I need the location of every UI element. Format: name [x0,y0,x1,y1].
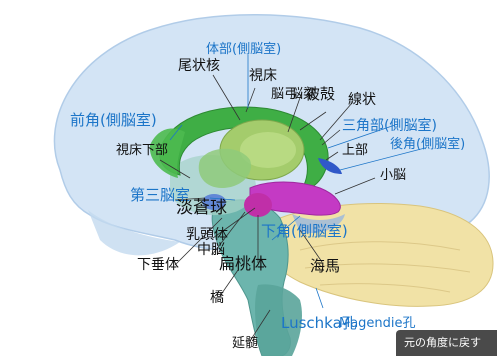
label-striatum: 線状 [348,92,376,108]
cerebrum-fold-lower [88,210,180,256]
leader-lines-blue [169,55,426,309]
restore-view-button[interactable]: 元の角度に戻す [396,330,497,356]
label-trigone: 三角部(側脳室) [342,118,437,134]
cerebellum-folia [299,241,471,293]
label-medulla: 延髄 [232,336,259,351]
label-midbrain: 中脳 [197,242,225,258]
label-pituitary: 下垂体 [137,257,179,273]
leader-lines [159,74,376,342]
label-pons: 橋 [210,290,224,306]
label-thalamus: 視床 [249,68,277,84]
label-caudate-nucleus: 尾状核 [178,58,220,74]
label-corpus-callosum: 脳梁 [290,87,317,102]
label-globus-pallidus: 淡蒼球 [176,198,227,218]
label-cerebellum: 小脳 [380,168,407,183]
amygdala-shape [244,193,272,217]
label-body-lateral-ventricle: 体部(側脳室) [206,42,282,57]
anterior-horn-shape [149,128,185,178]
label-third-ventricle: 第三脳室 [130,186,191,204]
label-amygdala: 扁桃体 [219,254,268,273]
medulla-shape [255,284,303,356]
label-anterior-horn: 前角(側脳室) [70,111,157,129]
label-upper-part: 上部 [342,143,369,158]
label-fornix: 脳弓 [271,87,298,102]
posterior-horn-shape [318,158,342,174]
label-mammillary-body: 乳頭体 [186,227,228,243]
label-putamen: 被殻 [305,85,336,103]
globus-pallidus-shape [202,194,226,210]
label-inferior-horn: 下角(側脳室) [261,222,348,240]
label-hypothalamus: 視床下部 [116,143,169,158]
label-hippocampus: 海馬 [310,257,341,275]
label-foramen-magendie: Magendie孔 [339,316,416,331]
label-foramen-luschka: Luschka孔 [281,314,357,332]
hippocampus-shape [292,214,345,234]
label-posterior-horn: 後角(側脳室) [390,137,466,152]
thalamus-inner [240,132,296,168]
putamen-shape [198,148,251,188]
